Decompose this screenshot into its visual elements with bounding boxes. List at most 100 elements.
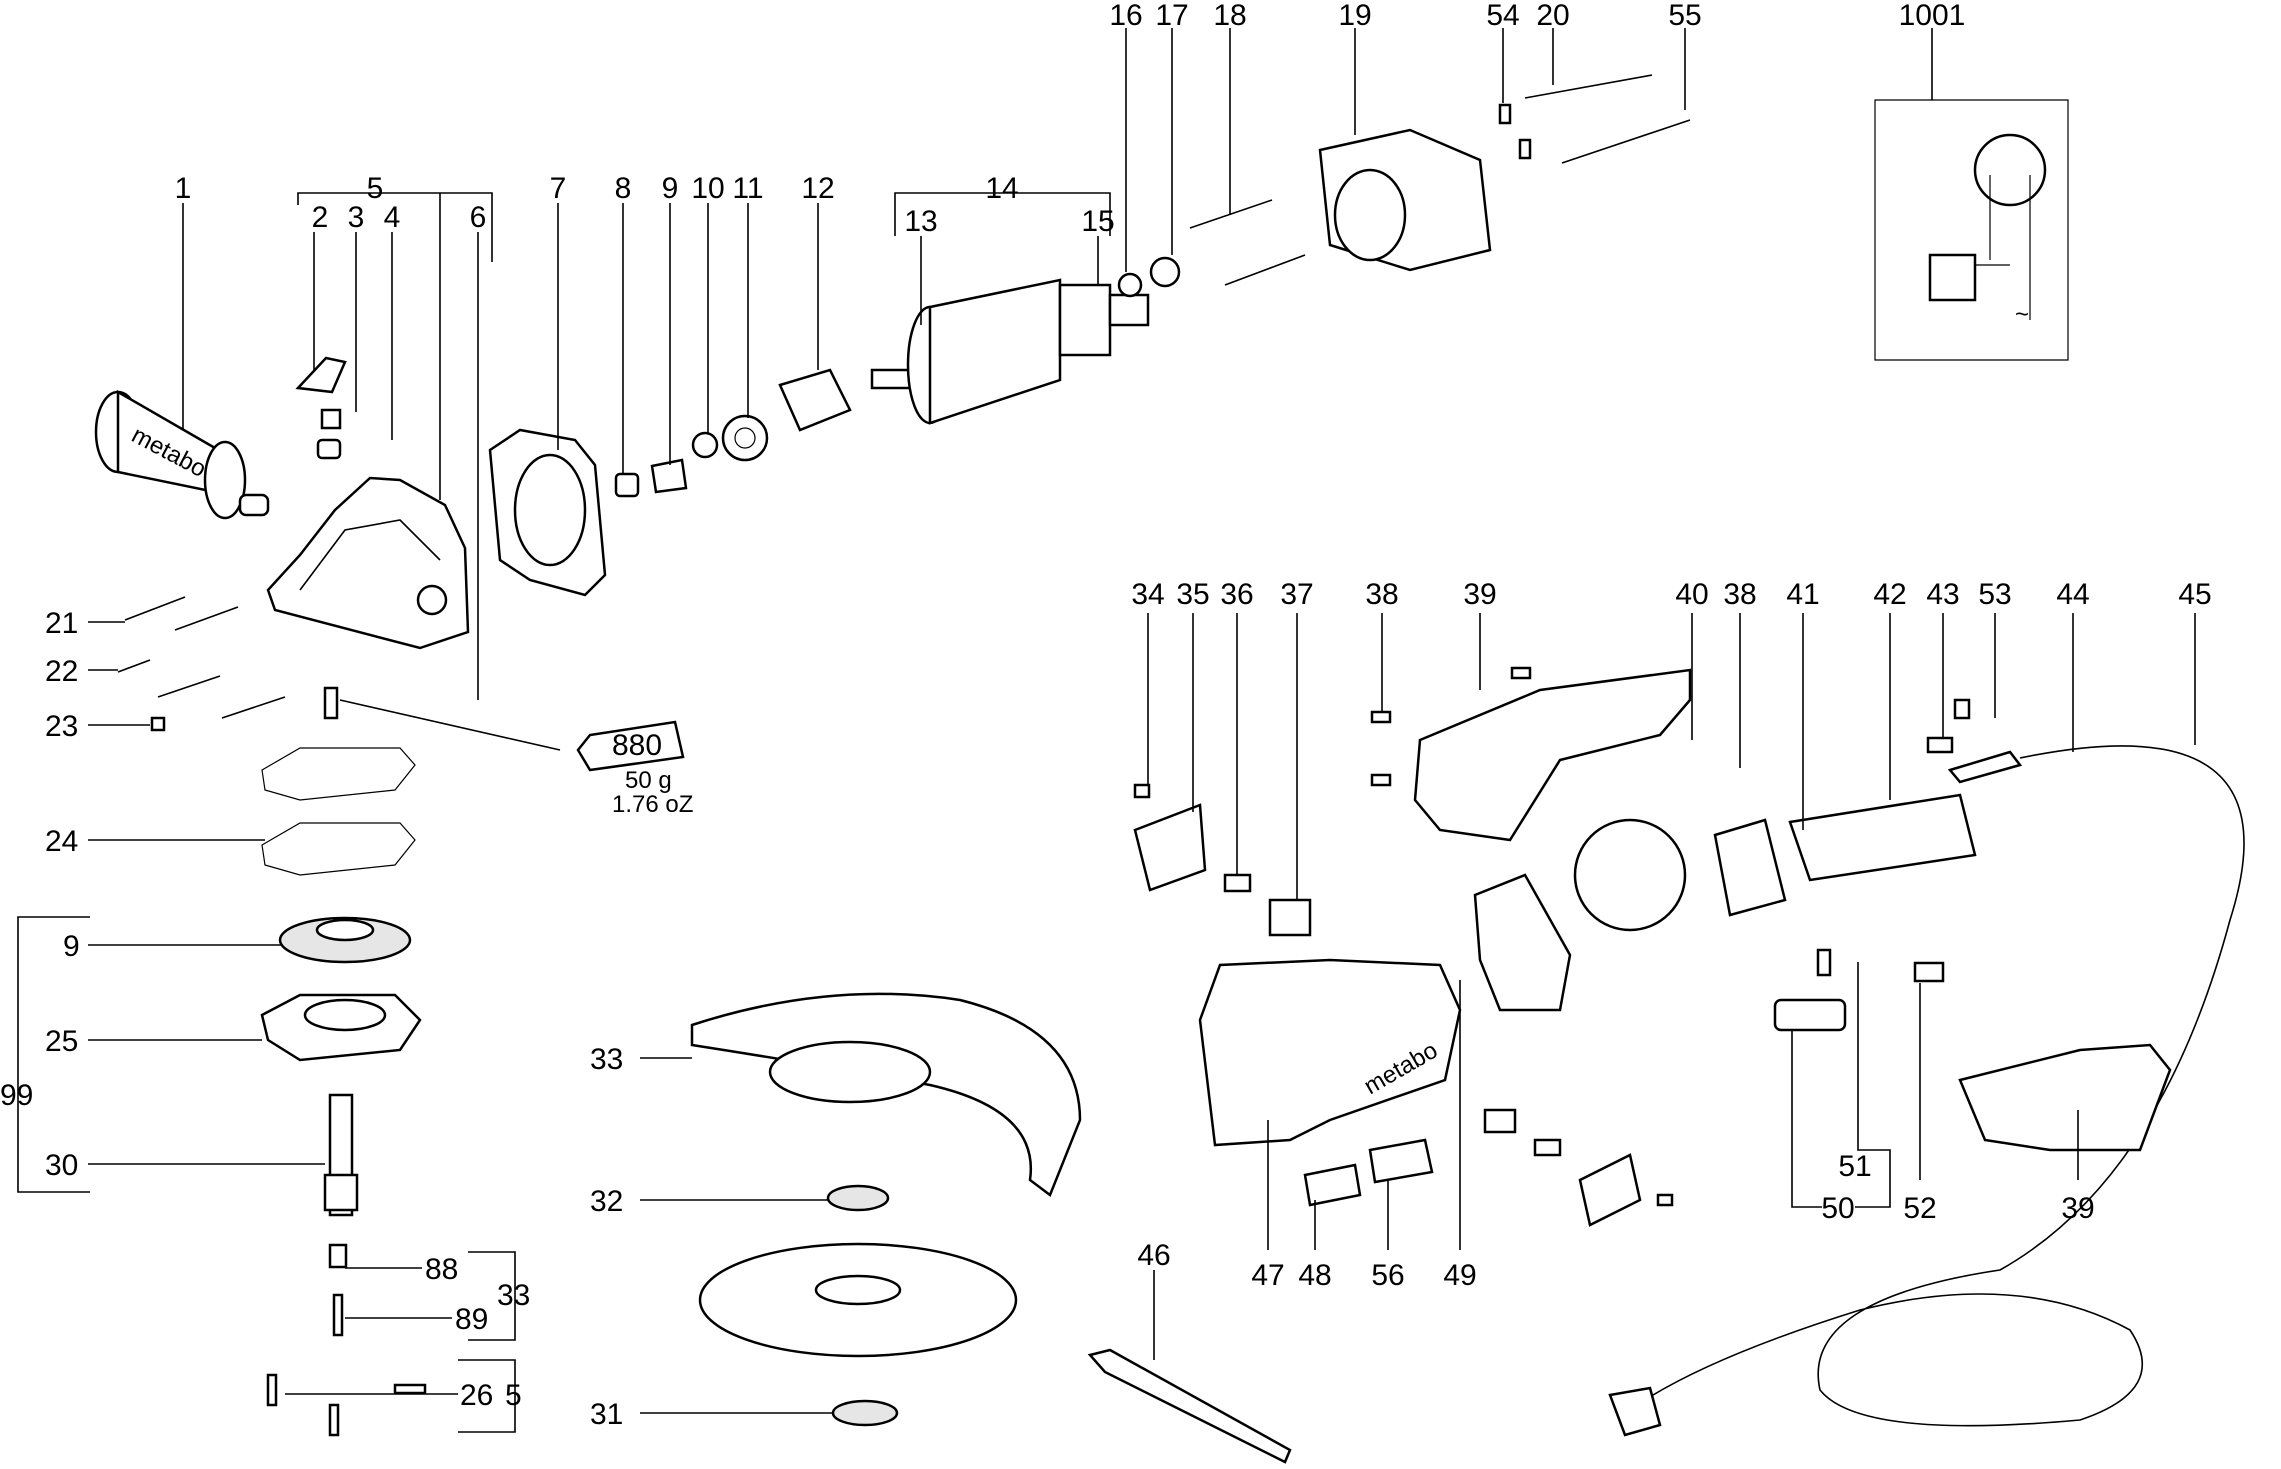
callout-2: 2 [312, 201, 329, 234]
callout-44: 44 [2056, 578, 2089, 611]
carbon-brush [1533, 1138, 1562, 1157]
cable-clamp [1926, 736, 1954, 754]
callout-21: 21 [45, 607, 78, 640]
brush-holder [1268, 898, 1312, 937]
callout-46: 46 [1137, 1239, 1170, 1272]
callout-35: 35 [1176, 578, 1209, 611]
armature-bearing [1117, 272, 1143, 298]
callout-37: 37 [1280, 578, 1313, 611]
callout-4: 4 [384, 201, 401, 234]
callout-36: 36 [1220, 578, 1253, 611]
callout-17: 17 [1155, 0, 1188, 32]
screw [393, 1383, 427, 1395]
callout-40: 40 [1675, 578, 1708, 611]
callout-39-top: 39 [1463, 578, 1496, 611]
terminal [1518, 138, 1532, 160]
callout-34: 34 [1131, 578, 1164, 611]
gear-housing [266, 476, 470, 650]
ball-bearing [721, 414, 769, 462]
stator-screw [1224, 254, 1306, 286]
callout-52: 52 [1903, 1192, 1936, 1225]
lock-button [1913, 961, 1945, 983]
screw-head [150, 716, 166, 732]
callout-20: 20 [1536, 0, 1569, 32]
callout-25: 25 [45, 1025, 78, 1058]
terminal [1498, 103, 1512, 125]
callout-9-top: 9 [662, 172, 679, 205]
callout-48: 48 [1298, 1259, 1331, 1292]
brush-holder-cover [1578, 1153, 1642, 1227]
ac-symbol: ~ [2015, 301, 2029, 328]
armature [870, 278, 1150, 425]
callout-22: 22 [45, 655, 78, 688]
callout-9: 9 [63, 930, 80, 963]
pin [328, 1243, 348, 1269]
callout-39: 39 [2061, 1192, 2094, 1225]
callout-16: 16 [1109, 0, 1142, 32]
callout-99: 99 [0, 1079, 33, 1112]
handle-shell-upper [1413, 668, 1692, 842]
nut [614, 472, 640, 498]
callout-19: 19 [1338, 0, 1371, 32]
callout-8: 8 [615, 172, 632, 205]
callout-33-bracket: 33 [497, 1279, 530, 1312]
clamping-flange [826, 1184, 890, 1212]
callout-88: 88 [425, 1253, 458, 1286]
callout-26: 26 [460, 1379, 493, 1412]
callout-45: 45 [2178, 578, 2211, 611]
grease-tube [576, 720, 685, 772]
lock-button [295, 356, 347, 394]
callout-53: 53 [1978, 578, 2011, 611]
callout-42: 42 [1873, 578, 1906, 611]
screw [328, 1403, 340, 1437]
screw [157, 675, 221, 698]
screw [266, 1373, 278, 1407]
callout-13: 13 [904, 205, 937, 238]
callout-1: 1 [175, 172, 192, 205]
gasket [261, 822, 416, 876]
callout-47: 47 [1251, 1259, 1284, 1292]
callout-12: 12 [801, 172, 834, 205]
callout-49: 49 [1443, 1259, 1476, 1292]
callout-38-second: 38 [1723, 578, 1756, 611]
callout-10: 10 [691, 172, 724, 205]
washer [691, 431, 719, 459]
switch-spring [1816, 948, 1832, 977]
callout-5: 5 [367, 172, 384, 205]
stud [323, 686, 339, 720]
wire-connector [1524, 74, 1653, 99]
screw [1133, 783, 1151, 799]
screw [1510, 666, 1532, 680]
callout-23: 23 [45, 710, 78, 743]
callout-7: 7 [550, 172, 567, 205]
info-label [1368, 1138, 1434, 1184]
callout-55: 55 [1668, 0, 1701, 32]
screw [1370, 710, 1392, 724]
callout-11: 11 [732, 172, 763, 205]
screw [221, 696, 286, 719]
handle-shell-lower [1958, 1043, 2172, 1152]
callout-6: 6 [470, 201, 487, 234]
callout-18: 18 [1213, 0, 1246, 32]
callout-1001: 1001 [1899, 0, 1966, 32]
callout-32: 32 [590, 1185, 623, 1218]
gasket [261, 747, 416, 801]
carbon-brush [1223, 873, 1252, 893]
callout-24: 24 [45, 825, 78, 858]
wiring-diagram-inset: ~ [1874, 99, 2069, 361]
stator-screw [1189, 199, 1273, 229]
callout-5-bracket: 5 [505, 1379, 522, 1412]
wire-connector [1561, 119, 1691, 164]
clamping-nut [831, 1399, 899, 1427]
callout-15: 15 [1081, 205, 1114, 238]
screw [124, 596, 186, 621]
callout-41: 41 [1786, 578, 1819, 611]
callout-43: 43 [1926, 578, 1959, 611]
grease-weight-metric: 50 g [625, 767, 672, 794]
bearing-plate [778, 368, 852, 432]
screw [1656, 1193, 1674, 1207]
side-handle: metabo [94, 389, 270, 520]
bearing-sleeve [1149, 256, 1181, 288]
callout-50: 50 [1821, 1192, 1854, 1225]
callout-31: 31 [590, 1398, 623, 1431]
